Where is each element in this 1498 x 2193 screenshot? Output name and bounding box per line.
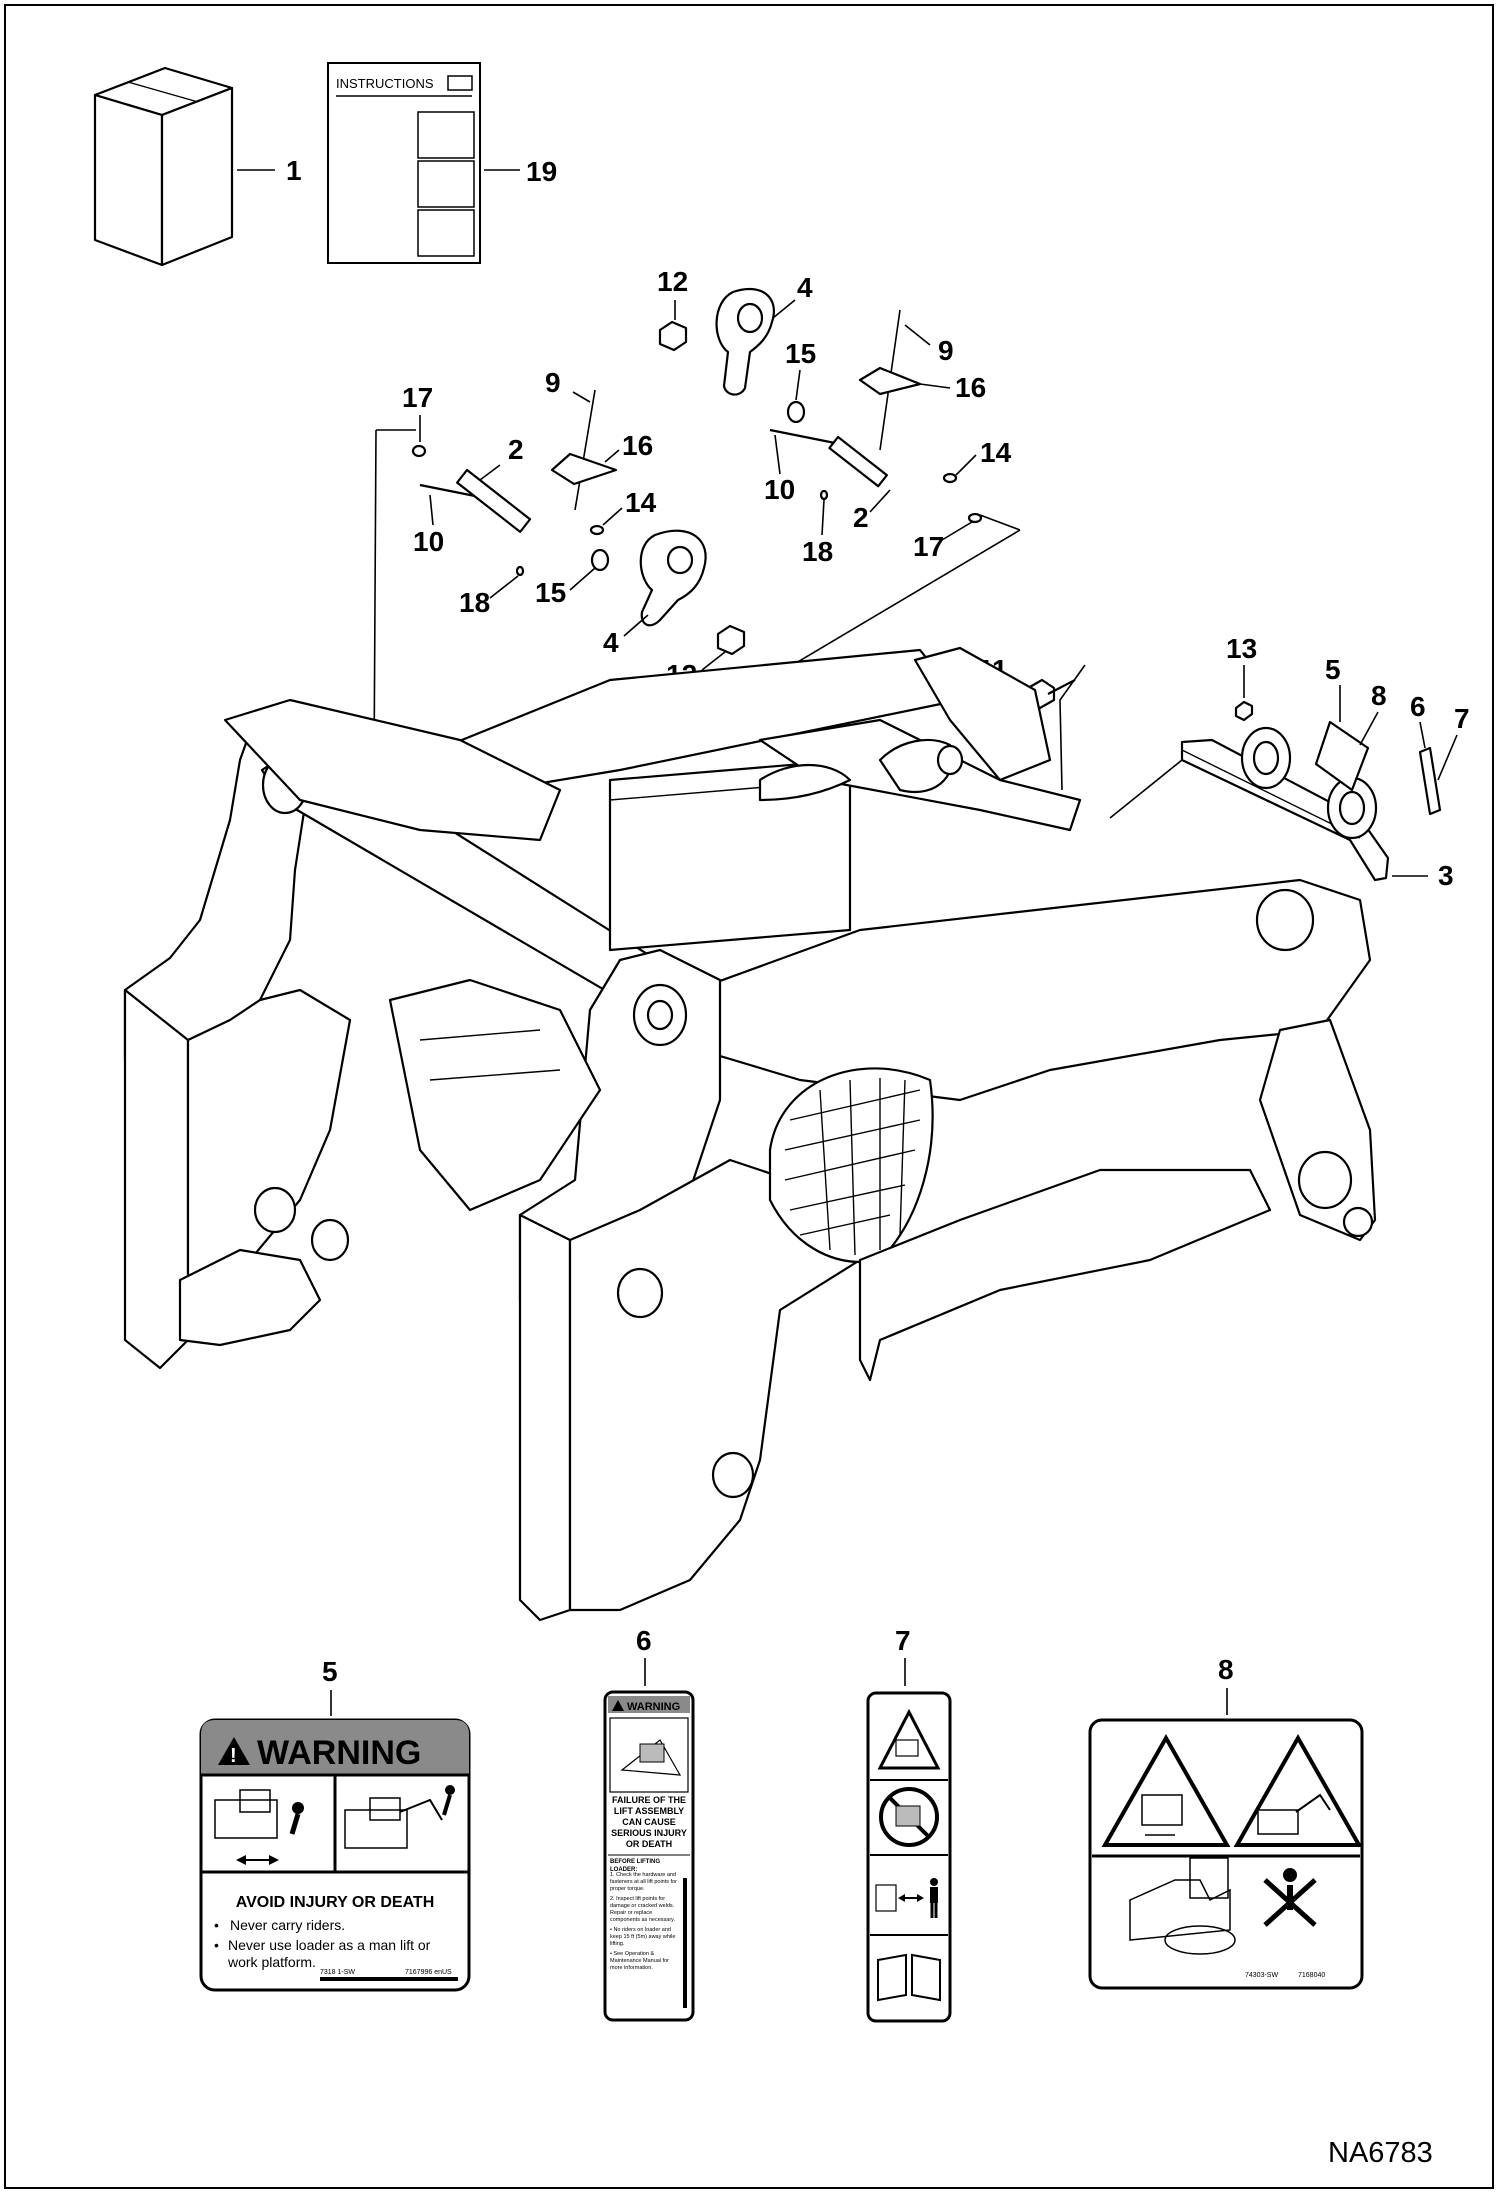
callout-19: 19 [526, 156, 557, 187]
callout-15b: 15 [535, 577, 566, 608]
callout-10a: 10 [764, 474, 795, 505]
callout-9b: 9 [545, 367, 561, 398]
callout-15a: 15 [785, 338, 816, 369]
svg-text:•: • [214, 1937, 219, 1953]
svg-text:•: • [214, 1917, 219, 1933]
grille-slats [784, 1078, 921, 1256]
decal-6-warning: WARNING FAILURE OF THE LIFT ASSEMBLY CAN… [603, 1690, 695, 2022]
decal-6-step-1: 1. Check the hardware and fasteners at a… [610, 1872, 677, 1892]
callout-12a: 12 [657, 266, 688, 297]
instructions-title: INSTRUCTIONS [336, 76, 434, 91]
kit-box [93, 66, 234, 267]
callout-1: 1 [286, 155, 302, 186]
decal-5-bullet-1: Never carry riders. [230, 1917, 345, 1933]
decal-7-pictograms [866, 1691, 952, 2023]
callout-2b: 2 [508, 434, 524, 465]
decal-6-heading: FAILURE OF THE LIFT ASSEMBLY CAN CAUSE S… [611, 1795, 687, 1849]
lift-point-hardware-right [658, 287, 983, 524]
callout-decal-5: 5 [322, 1656, 338, 1687]
callout-17a: 17 [913, 531, 944, 562]
callout-10b: 10 [413, 526, 444, 557]
callout-7: 7 [1454, 703, 1470, 734]
main-frame [123, 646, 1377, 1622]
callout-2a: 2 [853, 502, 869, 533]
decal-5-warning: ! WARNING AVOID INJURY OR DEATH • Never … [199, 1718, 471, 1992]
decal-5-no-riders-pictogram [214, 1789, 304, 1865]
decal-6-header: WARNING [627, 1701, 680, 1713]
decal-5-code-right: 7167996 enUS [405, 1969, 452, 1976]
decal-5-header: WARNING [257, 1734, 421, 1772]
decal-6-step-3: • No riders on loader and keep 15 ft (5m… [610, 1927, 676, 1947]
callout-4a: 4 [797, 272, 813, 303]
decal-6-step-4: • See Operation & Maintenance Manual for… [610, 1951, 670, 1971]
lift-plate [1180, 700, 1442, 882]
decal-5-no-lift-pictogram [344, 1785, 455, 1849]
callout-16a: 16 [955, 372, 986, 403]
instructions-sheet: INSTRUCTIONS [327, 62, 481, 264]
decal-8-code-left: 74303-SW [1245, 1972, 1278, 1979]
callout-9a: 9 [938, 335, 954, 366]
decal-5-bullet-2: Never use loader as a man lift or work p… [228, 1937, 431, 1970]
callout-18b: 18 [459, 587, 490, 618]
callout-5: 5 [1325, 654, 1341, 685]
callout-4b: 4 [603, 627, 619, 658]
callout-16b: 16 [622, 430, 653, 461]
decal-8-pictograms: 74303-SW 7168040 [1088, 1718, 1364, 1990]
drawing-reference: NA6783 [1328, 2137, 1433, 2169]
decal-6-subheading: BEFORE LIFTING LOADER: [610, 1859, 660, 1872]
decal-8-no-person-pictogram [1263, 1868, 1317, 1927]
svg-text:!: ! [230, 1745, 237, 1767]
decal-8-loader-pictogram [1129, 1857, 1236, 1955]
decal-6-step-2: 2. Inspect lift points for damage or cra… [610, 1896, 676, 1923]
drawing-frame [4, 4, 1494, 2189]
callout-14b: 14 [625, 487, 657, 518]
callout-3: 3 [1438, 860, 1454, 891]
decal-5-code-left: 7318 1-SW [320, 1969, 355, 1976]
callout-decal-8: 8 [1218, 1654, 1234, 1685]
decal-8-code-right: 7168040 [1298, 1972, 1325, 1979]
decal-5-heading: AVOID INJURY OR DEATH [236, 1894, 435, 1911]
lift-point-hardware-left [411, 389, 746, 656]
callout-14a: 14 [980, 437, 1012, 468]
callout-13: 13 [1226, 633, 1257, 664]
callout-decal-6: 6 [636, 1625, 652, 1656]
callout-decal-7: 7 [895, 1625, 911, 1656]
callout-6: 6 [1410, 691, 1426, 722]
callout-18a: 18 [802, 536, 833, 567]
callout-17b: 17 [402, 382, 433, 413]
callout-8: 8 [1371, 680, 1387, 711]
